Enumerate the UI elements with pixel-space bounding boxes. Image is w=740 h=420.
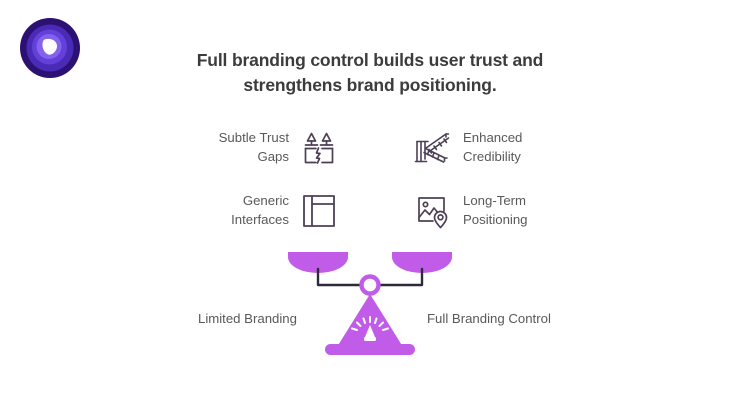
balance-scale-graphic — [288, 252, 452, 355]
feature-item-subtle-trust-gaps: Subtle Trust Gaps — [189, 128, 339, 168]
play-badge-logo-icon — [20, 18, 80, 78]
wireframe-layout-icon — [299, 191, 339, 231]
feature-label: Subtle Trust Gaps — [218, 130, 289, 164]
feature-item-enhanced-credibility: Enhanced Credibility — [413, 128, 573, 168]
balance-scale-icon — [255, 245, 485, 360]
headline-text: Full branding control builds user trust … — [196, 50, 544, 96]
feature-item-long-term-positioning: Long-Term Positioning — [413, 191, 573, 231]
feature-item-generic-interfaces: Generic Interfaces — [189, 191, 339, 231]
bridge-truss-icon — [413, 128, 453, 168]
feature-label: Generic Interfaces — [231, 193, 289, 227]
cracked-pillars-icon — [299, 128, 339, 168]
scale-label-right: Full Branding Control — [427, 311, 551, 326]
feature-label: Enhanced Credibility — [463, 130, 523, 164]
image-location-pin-icon — [413, 191, 453, 231]
scale-label-left: Limited Branding — [198, 311, 297, 326]
feature-label: Long-Term Positioning — [463, 193, 528, 227]
brand-logo — [19, 17, 81, 79]
